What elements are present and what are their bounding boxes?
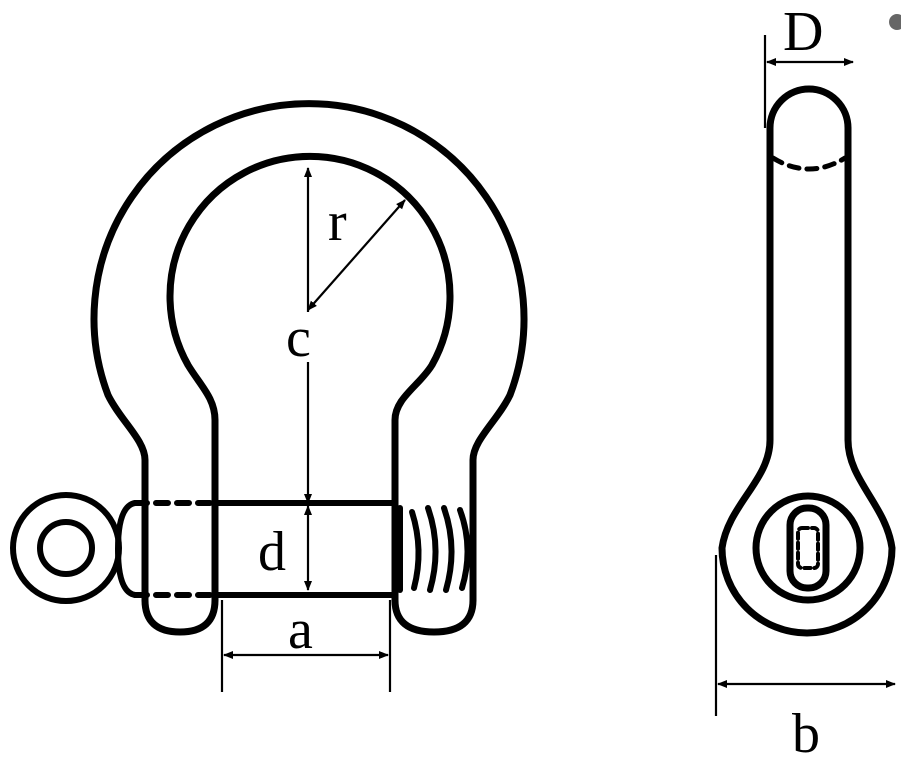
shackle-pin (10, 492, 398, 604)
side-view-pin-end (786, 504, 830, 592)
side-view-inner-ring (752, 492, 864, 604)
pin-thread (397, 505, 471, 593)
bow-outer-outline (90, 100, 528, 604)
shackle-front-view (90, 100, 528, 636)
left-leg-cap (141, 596, 219, 636)
label-d: d (258, 521, 286, 583)
side-view-outline (718, 156, 896, 637)
label-c: c (286, 307, 311, 369)
bow-inner-outline (166, 152, 454, 604)
label-a: a (288, 599, 313, 661)
side-view-head-hidden (770, 155, 848, 172)
shackle-side-view (718, 85, 896, 637)
side-view-head (766, 85, 852, 164)
pin-eye-inner (37, 519, 95, 577)
label-r: r (328, 191, 347, 253)
label-b: b (792, 703, 820, 765)
dimension-line-r (307, 199, 406, 311)
label-D: D (783, 1, 823, 63)
corner-dot (889, 14, 901, 30)
pin-eye-outer (10, 492, 122, 604)
side-view-pin-slot (796, 526, 820, 570)
right-leg-cap (391, 596, 477, 636)
